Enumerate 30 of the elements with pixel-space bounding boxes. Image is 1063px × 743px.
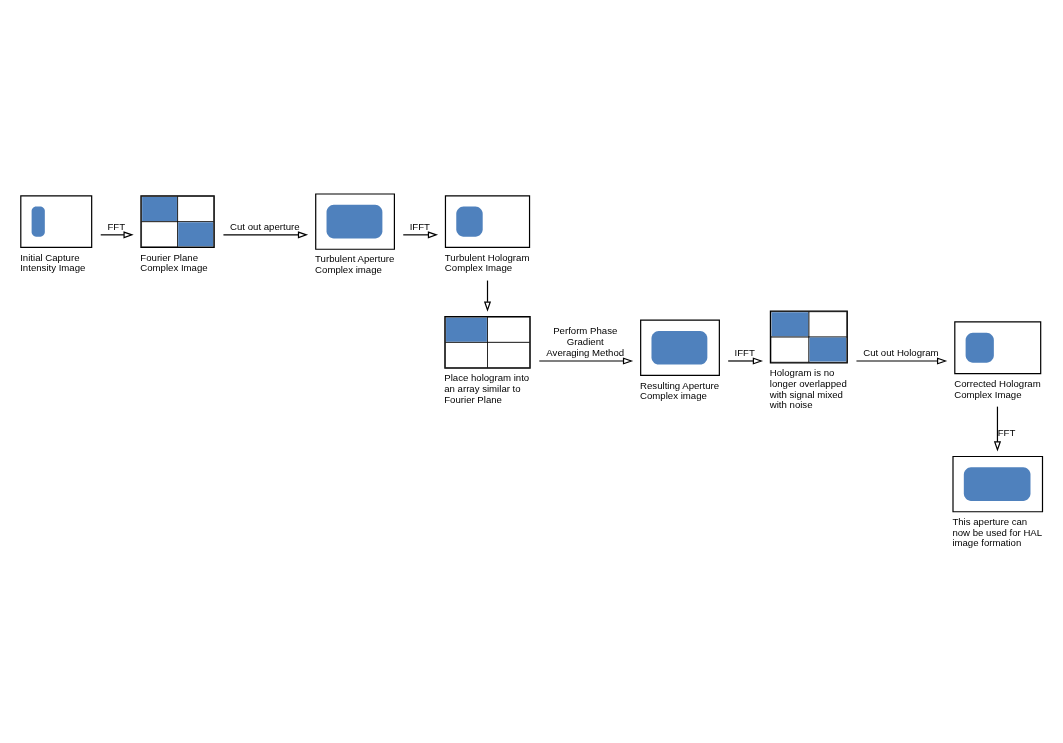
arrow	[100, 231, 134, 239]
node-picture	[315, 193, 395, 250]
node-picture	[954, 321, 1042, 375]
arrow	[538, 357, 634, 365]
node-picture	[640, 319, 720, 376]
node-picture	[20, 195, 93, 249]
arrow	[402, 231, 439, 239]
edge-label: Cut out aperture	[230, 220, 300, 232]
node-label: Initial Capture Intensity Image	[20, 251, 86, 274]
node-label: Resulting Aperture Complex image	[640, 379, 720, 402]
node-label: Fourier Plane Complex Image	[140, 251, 208, 274]
edge-label: IFFT	[409, 220, 430, 232]
node-label: Place hologram into an array similar to Fourier Plane	[444, 372, 530, 405]
node-label: Hologram is no longer overlapped with signal mixed with noise	[769, 366, 847, 411]
arrow	[855, 357, 948, 365]
node-label: Turbulent Aperture Complex image	[315, 253, 395, 276]
edge-label: Perform Phase Gradient Averaging Method	[546, 325, 625, 359]
edge-label: Cut out Hologram	[863, 347, 939, 359]
node-picture	[952, 455, 1044, 513]
node-label: This aperture can now be used for HAL image formation	[952, 515, 1043, 549]
node-label: Turbulent Hologram Complex Image	[444, 251, 530, 274]
arrow	[727, 357, 763, 365]
node-label: Corrected Hologram Complex Image	[954, 377, 1041, 400]
node-picture	[444, 195, 531, 249]
arrow	[222, 231, 309, 239]
edge-label: IFFT	[734, 347, 755, 359]
arrow	[993, 406, 1002, 452]
arrow	[483, 279, 492, 312]
edge-label: FFT	[997, 426, 1016, 438]
edge-label: FFT	[107, 220, 126, 232]
